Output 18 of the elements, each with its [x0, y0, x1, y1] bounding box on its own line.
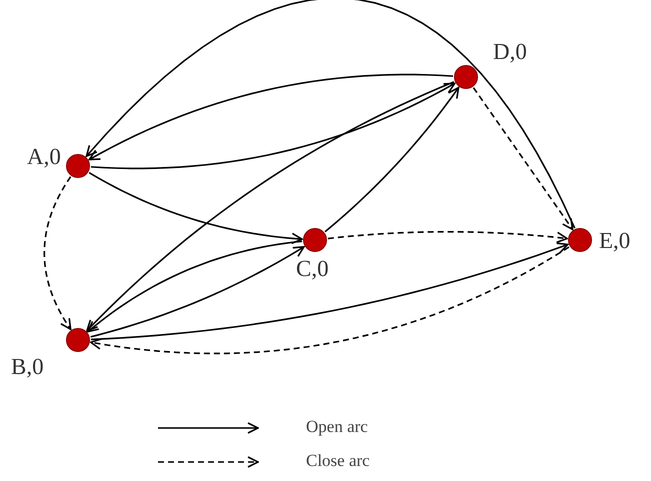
node-label: E,0 — [599, 229, 630, 252]
legend-label: Open arc — [306, 418, 368, 435]
node-label: B,0 — [11, 355, 44, 378]
arrow — [324, 86, 460, 232]
arrow — [328, 230, 568, 244]
node-label: D,0 — [493, 40, 527, 63]
arrow — [86, 81, 454, 332]
node-label: C,0 — [296, 257, 329, 280]
arrow — [88, 172, 303, 244]
arrow — [86, 0, 576, 228]
node-label: A,0 — [27, 145, 61, 168]
arrow — [44, 176, 72, 330]
legend-label: Close arc — [306, 452, 370, 469]
arrow — [90, 246, 570, 354]
arrow — [90, 242, 569, 340]
arrow — [90, 82, 456, 170]
arrow — [472, 87, 574, 230]
arrow — [88, 74, 454, 160]
